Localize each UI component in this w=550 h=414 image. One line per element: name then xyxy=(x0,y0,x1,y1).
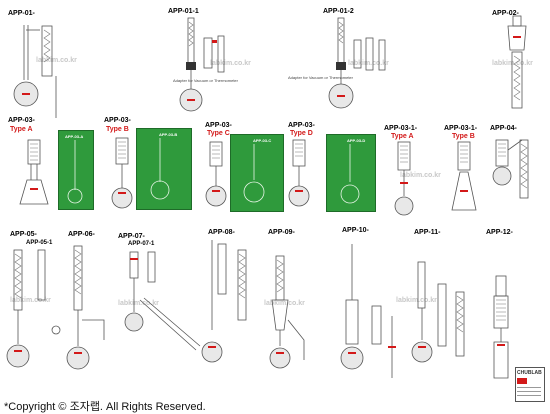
photo-glassware xyxy=(67,138,360,204)
watermark-3: labkim.co.kr xyxy=(348,60,389,67)
type-b-label-2: Type B xyxy=(452,133,475,140)
label-app-05: APP-05- xyxy=(10,231,37,238)
photo-type-d: APP-03-D xyxy=(326,134,376,212)
label-app-06: APP-06- xyxy=(68,231,95,238)
type-a-label: Type A xyxy=(10,126,33,133)
apparatus-app-03-type-d xyxy=(288,139,310,207)
type-b-label: Type B xyxy=(106,126,129,133)
watermark-8: labkim.co.kr xyxy=(264,300,305,307)
label-app-10: APP-10- xyxy=(342,227,369,234)
apparatus-app-03-type-b xyxy=(111,137,133,209)
type-a-label-2: Type A xyxy=(391,133,414,140)
company-logo: CHUBLAB xyxy=(515,367,545,402)
apparatus-app-01 xyxy=(13,25,57,118)
type-c-label: Type C xyxy=(207,130,230,137)
apparatus-app-12 xyxy=(493,275,509,379)
adapter-note-2: Adapter for Vacuum or Thermometer xyxy=(288,75,353,80)
watermark-6: labkim.co.kr xyxy=(10,297,51,304)
apparatus-app-11 xyxy=(411,261,465,363)
apparatus-app-03-1-type-b xyxy=(451,141,477,211)
label-app-12: APP-12- xyxy=(486,229,513,236)
label-app-11: APP-11- xyxy=(414,229,441,236)
apparatus-app-07 xyxy=(124,251,201,351)
watermark-5: labkim.co.kr xyxy=(400,172,441,179)
apparatus-app-01-2 xyxy=(328,17,386,109)
label-app-07-1: APP-07-1 xyxy=(128,241,155,247)
watermark-7: labkim.co.kr xyxy=(118,300,159,307)
apparatus-app-04 xyxy=(492,139,529,199)
type-d-label: Type D xyxy=(290,130,313,137)
apparatus-app-08 xyxy=(201,240,247,363)
photo-label-a: APP-03-A xyxy=(65,134,84,139)
label-app-03-d: APP-03- xyxy=(288,122,315,129)
watermark-1: labkim.co.kr xyxy=(36,57,77,64)
apparatus-app-09 xyxy=(269,255,305,369)
watermark-4: labkim.co.kr xyxy=(492,60,533,67)
logo-red-block xyxy=(517,378,527,384)
apparatus-app-03-type-a xyxy=(19,139,49,205)
photo-type-b: APP-03-B xyxy=(136,128,192,210)
photo-type-c: APP-03-C xyxy=(230,134,284,212)
label-app-03-1-a: APP-03-1- xyxy=(384,125,418,132)
apparatus-app-03-type-c xyxy=(205,141,227,207)
watermark-9: labkim.co.kr xyxy=(396,297,437,304)
apparatus-app-10 xyxy=(340,244,396,378)
copyright-footer: *Copyright © 조자랩. All Rights Reserved. xyxy=(4,401,206,413)
label-app-09: APP-09- xyxy=(268,229,295,236)
label-app-01-1: APP-01-1 xyxy=(168,8,199,15)
logo-line-2 xyxy=(517,391,541,392)
label-app-03-1-b: APP-03-1- xyxy=(444,125,478,132)
apparatus-app-01-1 xyxy=(179,17,225,112)
apparatus-app-03-1-type-a xyxy=(394,141,414,216)
photo-label-b: APP-03-B xyxy=(159,132,178,137)
label-app-03-c: APP-03- xyxy=(205,122,232,129)
label-app-03-b: APP-03- xyxy=(104,117,131,124)
label-app-07: APP-07- xyxy=(118,233,145,240)
watermark-2: labkim.co.kr xyxy=(210,60,251,67)
apparatus-app-06 xyxy=(66,245,105,370)
adapter-note-1: Adapter for Vacuum or Thermometer xyxy=(173,78,238,83)
logo-line-3 xyxy=(517,395,541,396)
label-app-01: APP-01- xyxy=(8,10,35,17)
photo-type-a: APP-03-A xyxy=(58,130,94,210)
photo-label-d: APP-03-D xyxy=(347,138,366,143)
logo-line-1 xyxy=(517,387,541,388)
label-app-08: APP-08- xyxy=(208,229,235,236)
label-app-02: APP-02- xyxy=(492,10,519,17)
apparatus-app-02 xyxy=(507,15,527,109)
apparatus-app-05 xyxy=(6,249,61,368)
label-app-01-2: APP-01-2 xyxy=(323,8,354,15)
label-app-05-1: APP-05-1 xyxy=(26,240,53,246)
photo-label-c: APP-03-C xyxy=(253,138,272,143)
logo-text: CHUBLAB xyxy=(517,370,542,376)
label-app-04: APP-04- xyxy=(490,125,517,132)
label-app-03-a: APP-03- xyxy=(8,117,35,124)
